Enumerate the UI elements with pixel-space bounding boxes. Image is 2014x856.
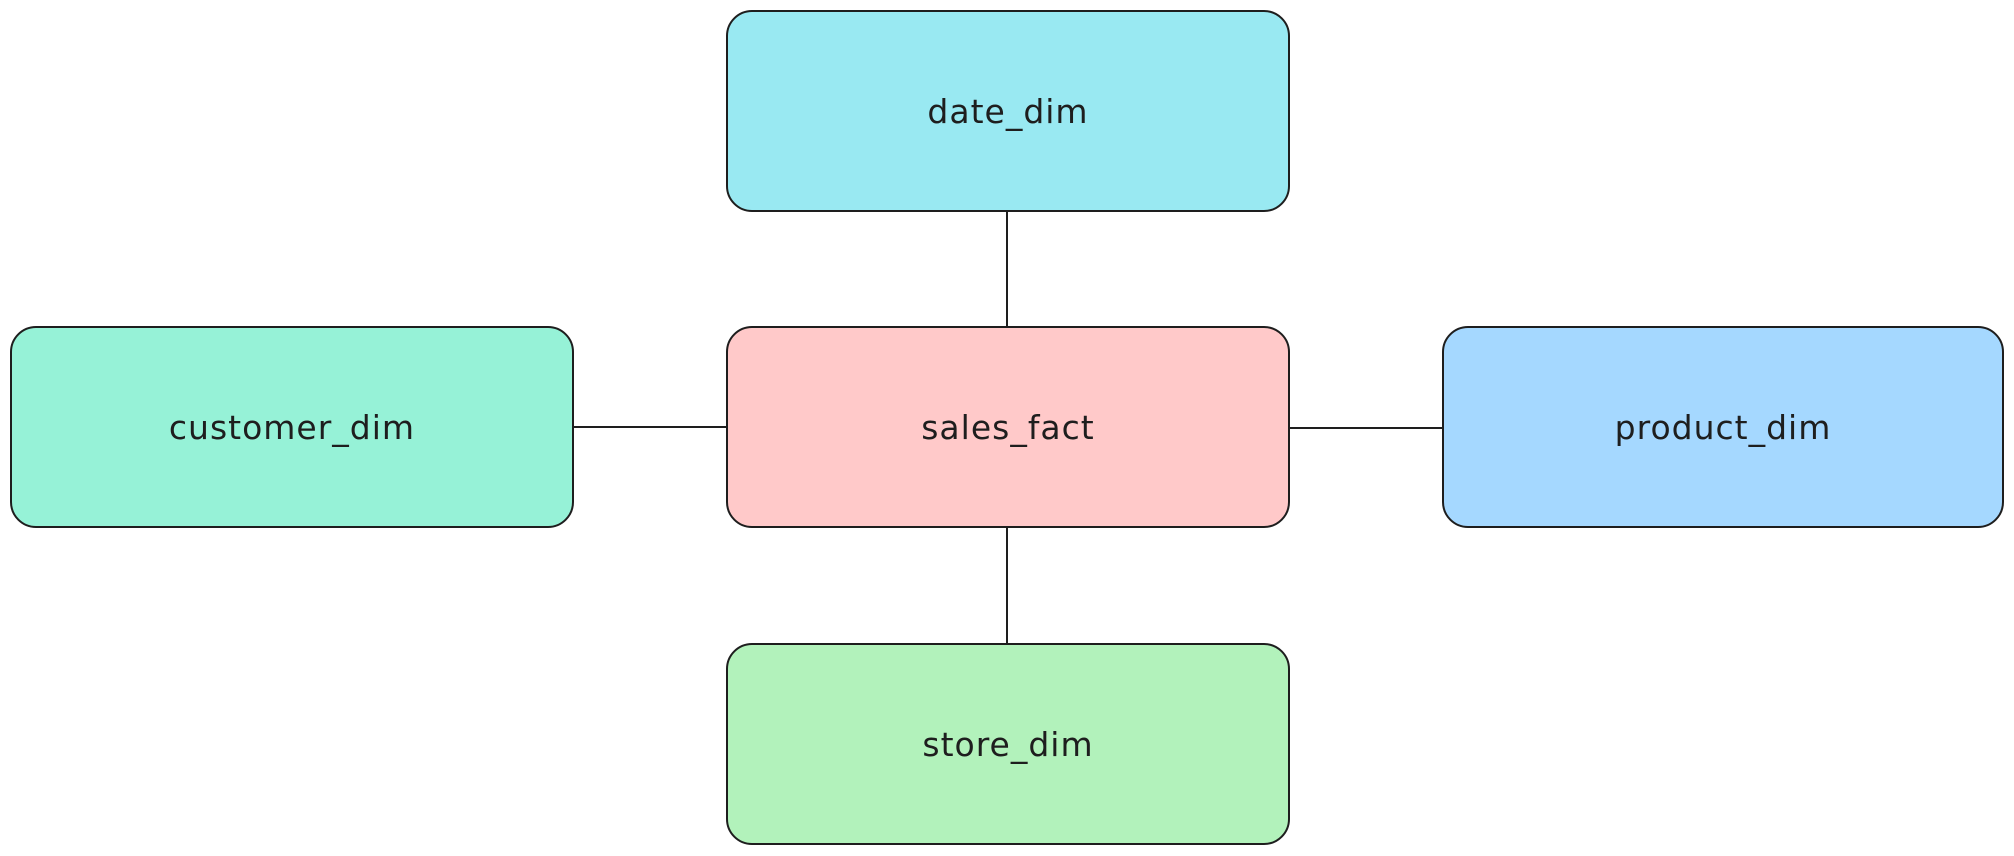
node-label: date_dim (927, 91, 1089, 131)
node-product-dim[interactable]: product_dim (1442, 326, 2004, 528)
node-label: sales_fact (921, 407, 1095, 447)
connector-sales-customer (574, 426, 726, 428)
connector-sales-date (1006, 210, 1008, 326)
node-sales-fact[interactable]: sales_fact (726, 326, 1290, 528)
node-label: store_dim (922, 724, 1094, 764)
connector-sales-product (1288, 427, 1442, 429)
connector-sales-store (1006, 528, 1008, 644)
node-date-dim[interactable]: date_dim (726, 10, 1290, 212)
node-store-dim[interactable]: store_dim (726, 643, 1290, 845)
node-label: customer_dim (168, 407, 416, 447)
node-customer-dim[interactable]: customer_dim (10, 326, 574, 528)
node-label: product_dim (1614, 407, 1832, 447)
